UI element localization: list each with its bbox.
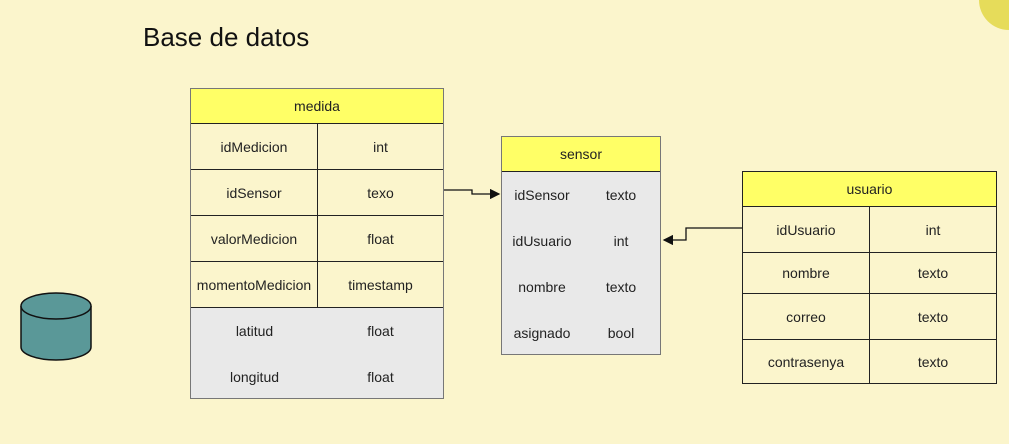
table-row: idMedicion int: [191, 124, 443, 170]
page-title: Base de datos: [143, 22, 310, 52]
table-row: contrasenya texto: [743, 340, 996, 383]
table-row: idSensor texo: [191, 170, 443, 216]
field-type: texto: [870, 340, 996, 383]
field-name: asignado: [513, 325, 571, 341]
field-name: contrasenya: [743, 340, 870, 383]
field-type: texto: [870, 253, 996, 294]
table-row: asignado bool: [502, 310, 660, 356]
field-name: correo: [743, 294, 870, 340]
field-name: idSensor: [514, 187, 570, 203]
table-row: longitud float: [191, 354, 443, 400]
field-name: idMedicion: [191, 124, 318, 170]
table-row: nombre texto: [743, 253, 996, 294]
table-row: idSensor texto: [502, 172, 660, 218]
field-type: texo: [318, 170, 443, 216]
field-name: idUsuario: [512, 233, 572, 249]
table-header: sensor: [502, 137, 660, 172]
field-type: timestamp: [318, 262, 443, 308]
field-type: int: [318, 124, 443, 170]
table-row: idUsuario int: [502, 218, 660, 264]
field-type: texto: [870, 294, 996, 340]
connector-usuario-sensor: [662, 227, 742, 246]
table-row: momentoMedicion timestamp: [191, 262, 443, 308]
field-type: int: [870, 207, 996, 253]
table-row: latitud float: [191, 308, 443, 354]
field-name: longitud: [229, 369, 280, 385]
table-header: medida: [191, 89, 443, 124]
table-usuario[interactable]: usuario idUsuario int nombre texto corre…: [742, 171, 997, 384]
database-icon: [20, 292, 92, 361]
table-medida[interactable]: medida idMedicion int idSensor texo valo…: [190, 88, 444, 399]
field-name: idSensor: [191, 170, 318, 216]
table-row: valorMedicion float: [191, 216, 443, 262]
field-name: nombre: [518, 279, 566, 295]
table-row: nombre texto: [502, 264, 660, 310]
field-type: float: [367, 369, 394, 385]
field-type: int: [613, 233, 629, 249]
field-name: nombre: [743, 253, 870, 294]
connector-medida-sensor: [444, 188, 501, 200]
field-name: momentoMedicion: [191, 262, 318, 308]
table-sensor[interactable]: sensor idSensor texto idUsuario int nomb…: [501, 136, 661, 355]
field-type: texto: [605, 187, 637, 203]
field-name: valorMedicion: [191, 216, 318, 262]
field-type: float: [367, 323, 394, 339]
table-row: idUsuario int: [743, 207, 996, 253]
field-type: texto: [605, 279, 637, 295]
table-header: usuario: [743, 172, 996, 207]
field-type: float: [318, 216, 443, 262]
field-name: idUsuario: [743, 207, 870, 253]
table-row: correo texto: [743, 294, 996, 340]
field-name: latitud: [235, 323, 274, 339]
field-type: bool: [607, 325, 635, 341]
